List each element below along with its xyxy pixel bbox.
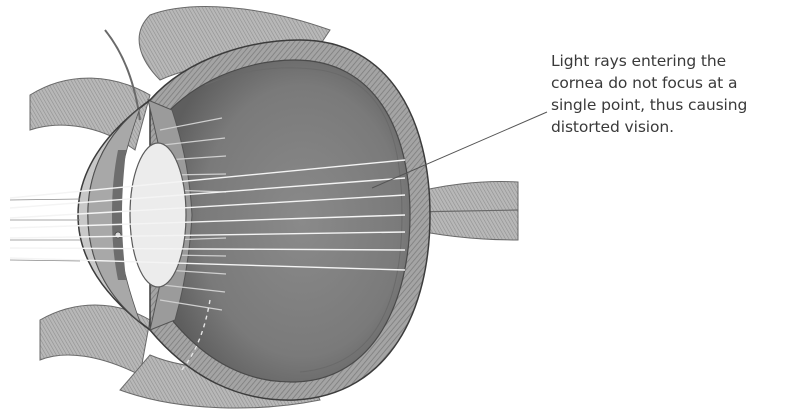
- callout-line-4: distorted vision.: [551, 116, 787, 138]
- callout-line-1: Light rays entering the: [551, 50, 787, 72]
- lens: [130, 143, 186, 287]
- callout-text: Light rays entering the cornea do not fo…: [551, 50, 787, 138]
- pupil-dot: [115, 232, 121, 238]
- light-rays-shadow: [10, 199, 80, 261]
- callout-line-3: single point, thus causing: [551, 94, 787, 116]
- callout-line-2: cornea do not focus at a: [551, 72, 787, 94]
